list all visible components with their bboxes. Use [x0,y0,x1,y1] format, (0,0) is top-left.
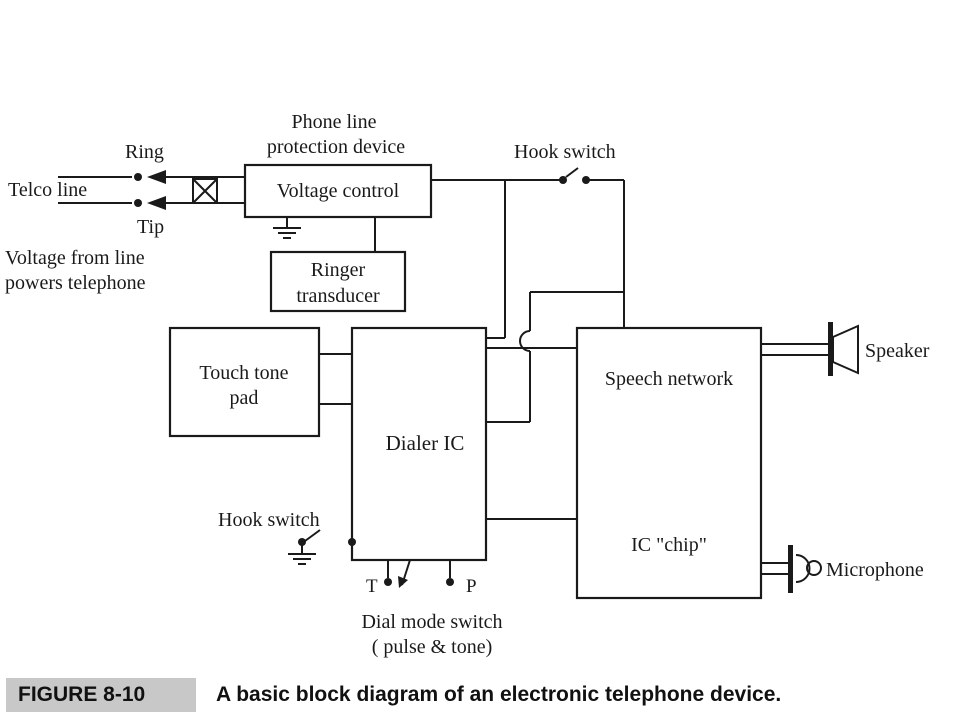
touch-tone-pad-block [168,326,321,438]
hook-switch-top-label: Hook switch [514,141,616,163]
hook-switch-bottom-label: Hook switch [218,509,320,531]
voltage-control-block [243,163,433,219]
speech-network-block [575,326,763,600]
tip-label: Tip [137,216,164,238]
speech-network-label: Speech network [605,368,733,390]
ringer-label-2: transducer [296,285,380,307]
dial-mode-switch [384,559,454,588]
protection-label-1: Phone line [292,111,377,133]
figure-caption: FIGURE 8-10 A basic block diagram of an … [0,674,960,720]
dial-mode-label-1: Dial mode switch [361,611,502,633]
voltage-note-2: powers telephone [5,272,146,294]
tone-terminal-label: T [366,576,378,597]
top-wiring [431,176,625,520]
dial-mode-label-2: ( pulse & tone) [372,636,493,658]
figure-number: FIGURE 8-10 [6,678,196,712]
voltage-control-label: Voltage control [277,180,400,202]
switch-icon [565,167,579,178]
ground-icon [273,217,301,239]
ringer-transducer-block [269,250,407,313]
dialer-ic-block [350,326,488,562]
touch-tone-label-1: Touch tone [199,362,288,384]
protection-label-2: protection device [267,136,405,158]
crossed-box-icon [192,178,218,204]
telco-line-label: Telco line [8,179,87,201]
microphone-label: Microphone [826,559,924,581]
bottom-hook-switch [288,529,356,565]
figure-title: A basic block diagram of an electronic t… [216,683,782,706]
touch-tone-label-2: pad [230,387,259,409]
speaker-label: Speaker [865,340,930,362]
voltage-note-1: Voltage from line [5,247,145,269]
pulse-terminal-label: P [466,576,477,597]
ic-chip-label: IC "chip" [631,534,707,556]
block-diagram: Voltage control Ringer transducer Touch … [5,111,930,658]
speaker-icon [828,322,859,376]
dialer-ic-label: Dialer IC [386,431,465,455]
arrow-icon [147,170,166,210]
ring-label: Ring [125,141,164,163]
microphone-icon [788,545,822,593]
telco-line-wires [58,173,245,207]
ringer-label-1: Ringer [311,259,366,281]
